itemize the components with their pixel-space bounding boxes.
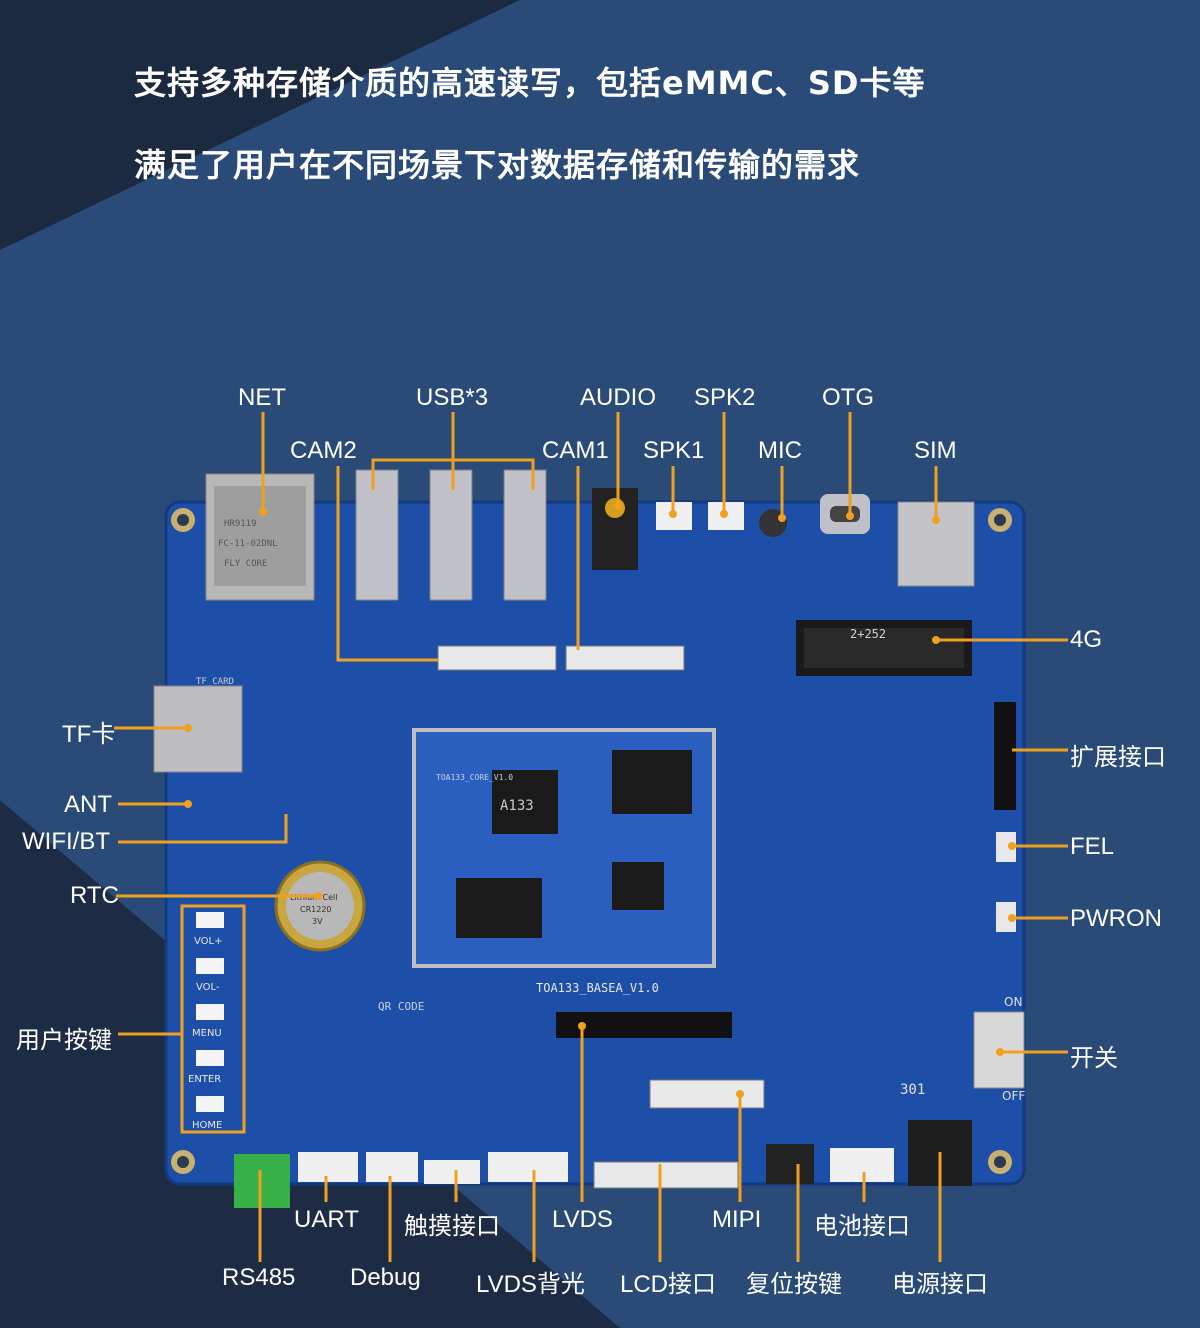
headline-line-1: 支持多种存储介质的高速读写，包括eMMC、SD卡等 xyxy=(134,64,926,102)
corner-band-top xyxy=(0,0,520,250)
cam2-fpc xyxy=(437,645,557,671)
coin-cell-line-3: 3V xyxy=(312,917,323,926)
button-label-home: HOME xyxy=(192,1120,222,1131)
pcb-board xyxy=(153,469,1026,1208)
debug-connector xyxy=(366,1152,418,1182)
button-label-vol-up: VOL+ xyxy=(194,936,223,947)
chip-text: A133 xyxy=(500,798,534,814)
label-lcd: LCD接口 xyxy=(620,1271,717,1298)
core-module-text: TOA133_CORE_V1.0 xyxy=(436,773,513,782)
4g-slot-text: 2+252 xyxy=(850,627,886,641)
label-audio: AUDIO xyxy=(580,384,657,411)
label-touch: 触摸接口 xyxy=(404,1213,500,1240)
label-fel: FEL xyxy=(1070,833,1115,860)
soc-chip xyxy=(492,770,558,834)
label-rtc: RTC xyxy=(70,882,119,909)
usb-port-2 xyxy=(429,469,473,601)
fel-button xyxy=(996,832,1016,862)
switch-off-text: OFF xyxy=(1002,1089,1025,1103)
label-debug: Debug xyxy=(350,1264,421,1291)
battery-connector xyxy=(830,1148,894,1182)
label-lvds: LVDS xyxy=(552,1206,613,1233)
label-ant: ANT xyxy=(64,791,112,818)
label-tf: TF卡 xyxy=(62,721,116,748)
cam1-fpc xyxy=(565,645,685,671)
leader-dots xyxy=(184,502,1016,1098)
expansion-header xyxy=(994,702,1016,810)
silkscreen-model: TOA133_BASEA_V1.0 xyxy=(536,981,659,995)
qr-text: QR CODE xyxy=(378,1000,424,1013)
label-userkeys: 用户按键 xyxy=(16,1027,112,1054)
label-rs485: RS485 xyxy=(222,1264,296,1291)
pwron-button xyxy=(996,902,1016,932)
button-label-enter: ENTER xyxy=(188,1074,221,1085)
label-usb: USB*3 xyxy=(416,384,489,411)
switch-on-text: ON xyxy=(1004,995,1022,1009)
headline-line-2: 满足了用户在不同场景下对数据存储和传输的需求 xyxy=(134,146,861,184)
label-spk2: SPK2 xyxy=(694,384,756,411)
label-expand: 扩展接口 xyxy=(1070,744,1166,771)
tf-slot-text: TF_CARD xyxy=(196,677,234,687)
usb-port-1 xyxy=(355,469,399,601)
label-battery: 电池接口 xyxy=(814,1213,910,1240)
label-mic: MIC xyxy=(758,437,802,464)
label-otg: OTG xyxy=(822,384,874,411)
rs485-terminal xyxy=(234,1154,290,1208)
lcd-fpc xyxy=(593,1161,739,1189)
label-sim: SIM xyxy=(914,437,957,464)
label-4g: 4G xyxy=(1070,626,1103,653)
label-wifibt: WIFI/BT xyxy=(22,828,110,855)
label-cam2: CAM2 xyxy=(290,437,357,464)
leader-lines xyxy=(114,412,1068,1262)
label-cam1: CAM1 xyxy=(542,437,609,464)
user-buttons-frame xyxy=(180,904,246,1134)
label-uart: UART xyxy=(294,1206,359,1233)
reset-button xyxy=(766,1144,814,1184)
rj45-line-1: HR9119 xyxy=(224,519,257,529)
label-switch: 开关 xyxy=(1070,1045,1118,1072)
uart-connector xyxy=(298,1152,358,1182)
button-label-vol-down: VOL- xyxy=(196,982,220,993)
label-mipi: MIPI xyxy=(712,1206,762,1233)
label-reset: 复位按键 xyxy=(746,1271,842,1298)
label-pwron: PWRON xyxy=(1070,905,1162,932)
label-net: NET xyxy=(238,384,286,411)
touch-connector xyxy=(424,1160,480,1184)
inductor-text: 301 xyxy=(900,1082,925,1098)
lvds-backlight-connector xyxy=(488,1152,568,1182)
mipi-fpc xyxy=(649,1079,765,1109)
rj45-line-3: FLY CORE xyxy=(224,559,267,569)
coin-cell-line-2: CR1220 xyxy=(300,905,332,914)
sim-slot xyxy=(897,501,975,587)
label-spk1: SPK1 xyxy=(643,437,705,464)
rj45-line-2: FC-11-02DNL xyxy=(218,539,278,549)
usb-port-3 xyxy=(503,469,547,601)
label-lvds-backlight: LVDS背光 xyxy=(476,1271,585,1298)
label-power: 电源接口 xyxy=(892,1271,988,1298)
button-label-menu: MENU xyxy=(192,1028,222,1039)
